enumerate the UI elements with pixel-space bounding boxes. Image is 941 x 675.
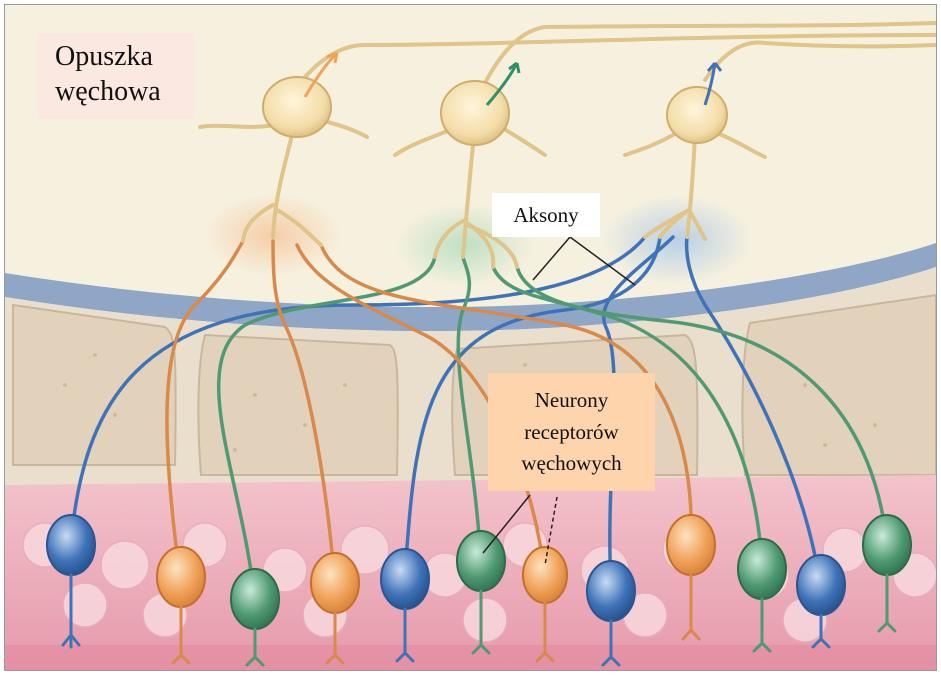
olfactory-bulb-label: Opuszka węchowa [37, 33, 195, 119]
receptor-neurons-label: Neurony receptorów węchowych [488, 373, 655, 491]
receptor-neuron-orange-2 [311, 553, 359, 613]
receptor-neuron-blue-2 [381, 549, 429, 609]
receptor-neuron-green-3 [738, 539, 786, 599]
receptor-neuron-orange-3 [523, 547, 567, 603]
olfactory-bulb-label-line-1: Opuszka [55, 39, 195, 74]
axons-label: Aksony [492, 193, 600, 237]
olfactory-bulb-label-line-2: węchowa [55, 74, 195, 109]
receptor-neurons-label-line-3: węchowych [488, 448, 655, 480]
mitral-cell-1 [263, 77, 331, 137]
receptor-neuron-orange-1 [157, 547, 205, 607]
receptor-neuron-green-4 [863, 515, 911, 575]
bone-block-4 [742, 295, 936, 475]
receptor-neuron-green-2 [457, 531, 505, 591]
mitral-cell-3 [667, 87, 727, 143]
receptor-neuron-orange-4 [667, 515, 715, 575]
olfactory-diagram: Opuszka węchowa Aksony Neurony receptoró… [4, 4, 937, 671]
receptor-neuron-blue-1 [47, 515, 95, 575]
receptor-neurons-label-line-1: Neurony [488, 385, 655, 417]
receptor-neuron-blue-4 [797, 555, 845, 615]
receptor-neurons-label-line-2: receptorów [488, 417, 655, 449]
mucus-layer [5, 645, 936, 670]
receptor-neuron-green-1 [231, 569, 279, 629]
glomerulus-blue-glow [602, 195, 752, 285]
bone-block-1 [13, 305, 176, 465]
receptor-neuron-blue-3 [587, 561, 635, 621]
